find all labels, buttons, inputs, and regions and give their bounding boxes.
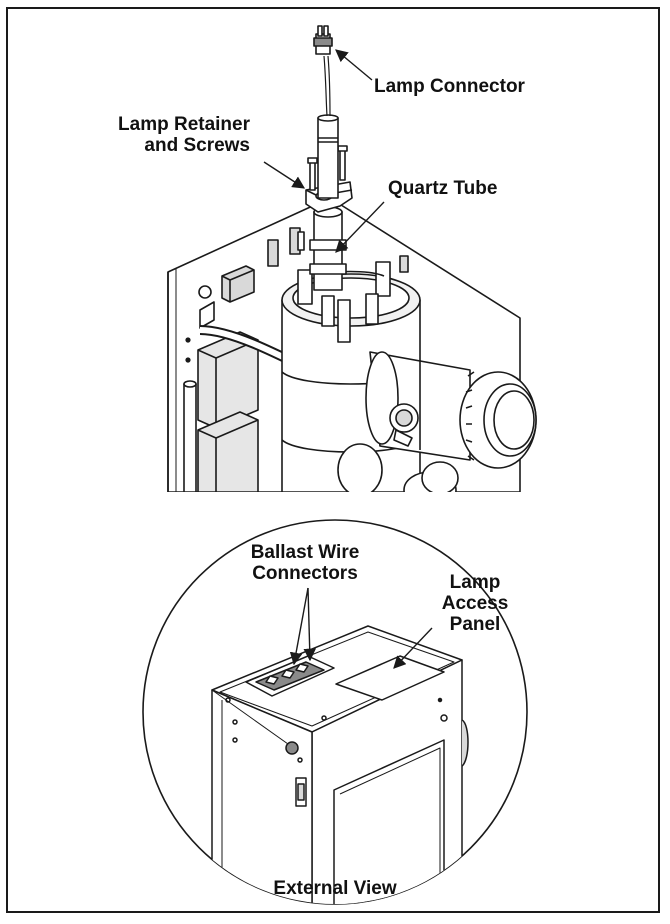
quartz-tube bbox=[309, 206, 347, 291]
arrow-ballast-2 bbox=[303, 587, 316, 662]
label-access-line1: Lamp bbox=[449, 572, 501, 593]
arrow-side-knob bbox=[211, 689, 289, 745]
label-external-view: External View bbox=[273, 878, 397, 899]
terminal-block bbox=[221, 265, 255, 303]
cabinet-door bbox=[333, 739, 445, 904]
support-rod bbox=[183, 383, 197, 492]
label-quartz-tube: Quartz Tube bbox=[388, 178, 498, 199]
label-lamp-retainer-line2: and Screws bbox=[144, 135, 250, 156]
label-ballast-line2: Connectors bbox=[252, 563, 358, 584]
label-lamp-retainer: Lamp Retainer and Screws bbox=[80, 114, 250, 156]
label-lamp-retainer-line1: Lamp Retainer bbox=[118, 114, 250, 135]
side-knob bbox=[285, 741, 299, 755]
lamp-cable bbox=[323, 55, 328, 117]
label-access-line2: Access bbox=[441, 593, 509, 614]
hose-fitting bbox=[389, 403, 419, 447]
ballast-box-lower bbox=[197, 411, 259, 492]
internal-view bbox=[167, 25, 537, 492]
arrow-ballast-1 bbox=[289, 587, 309, 666]
label-ballast-line1: Ballast Wire bbox=[250, 542, 360, 563]
leader-arrows bbox=[211, 49, 433, 745]
label-lamp-connector: Lamp Connector bbox=[374, 76, 525, 97]
arrow-quartz-tube bbox=[335, 201, 385, 253]
label-lamp-access-panel: Lamp Access Panel bbox=[420, 572, 530, 635]
ballast-connector-plate bbox=[245, 655, 335, 697]
lamp-connector-plug bbox=[313, 25, 333, 55]
label-ballast-wire-connectors: Ballast Wire Connectors bbox=[220, 542, 390, 584]
arrow-lamp-connector bbox=[335, 49, 373, 81]
arrow-lamp-retainer bbox=[263, 161, 306, 189]
arrow-access-panel bbox=[393, 627, 433, 669]
uv-lamp bbox=[317, 114, 339, 199]
external-view bbox=[211, 625, 469, 904]
diagram-frame bbox=[6, 7, 660, 913]
label-access-line3: Panel bbox=[449, 614, 501, 635]
lamp-access-panel bbox=[335, 655, 445, 701]
